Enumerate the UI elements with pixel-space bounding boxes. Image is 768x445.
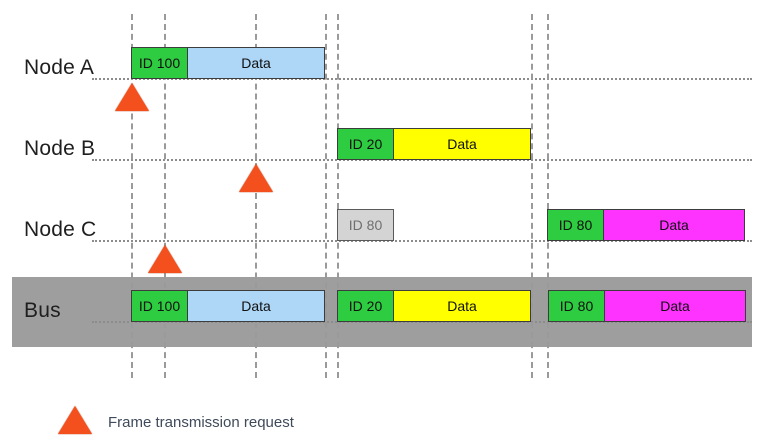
row-label-node-b: Node B <box>24 137 96 160</box>
row-label-node-a: Node A <box>24 56 95 79</box>
time-marker-t6 <box>547 14 549 378</box>
time-marker-t5 <box>531 14 533 378</box>
frame-node-b: ID 20 Data <box>337 128 531 160</box>
frame-node-c: ID 80 Data <box>547 209 745 241</box>
frame-data-segment: Data <box>394 128 531 160</box>
time-marker-t3 <box>325 14 327 378</box>
frame-id-segment: ID 80 <box>548 290 605 322</box>
frame-data-segment: Data <box>604 209 745 241</box>
frame-data-segment: Data <box>394 290 531 322</box>
frame-bus-1: ID 100 Data <box>131 290 325 322</box>
frame-node-a: ID 100 Data <box>131 47 325 79</box>
time-marker-t4 <box>337 14 339 378</box>
frame-data-segment: Data <box>605 290 746 322</box>
frame-id-segment: ID 100 <box>131 290 188 322</box>
legend-label: Frame transmission request <box>108 414 294 431</box>
time-marker-t2 <box>255 14 257 378</box>
row-label-bus: Bus <box>24 299 61 322</box>
frame-bus-3: ID 80 Data <box>548 290 746 322</box>
time-marker-t1 <box>164 14 166 378</box>
frame-id-segment: ID 80 <box>337 209 394 241</box>
frame-node-c-aborted: ID 80 <box>337 209 394 241</box>
frame-id-segment: ID 100 <box>131 47 188 79</box>
frame-data-segment: Data <box>188 290 325 322</box>
baseline-node-b <box>92 159 752 161</box>
baseline-node-a <box>92 78 752 80</box>
frame-data-segment: Data <box>188 47 325 79</box>
time-marker-t0 <box>131 14 133 378</box>
frame-id-segment: ID 80 <box>547 209 604 241</box>
row-label-node-c: Node C <box>24 218 97 241</box>
frame-bus-2: ID 20 Data <box>337 290 531 322</box>
frame-id-segment: ID 20 <box>337 290 394 322</box>
baseline-bus <box>92 321 752 323</box>
baseline-node-c <box>92 240 752 242</box>
frame-id-segment: ID 20 <box>337 128 394 160</box>
